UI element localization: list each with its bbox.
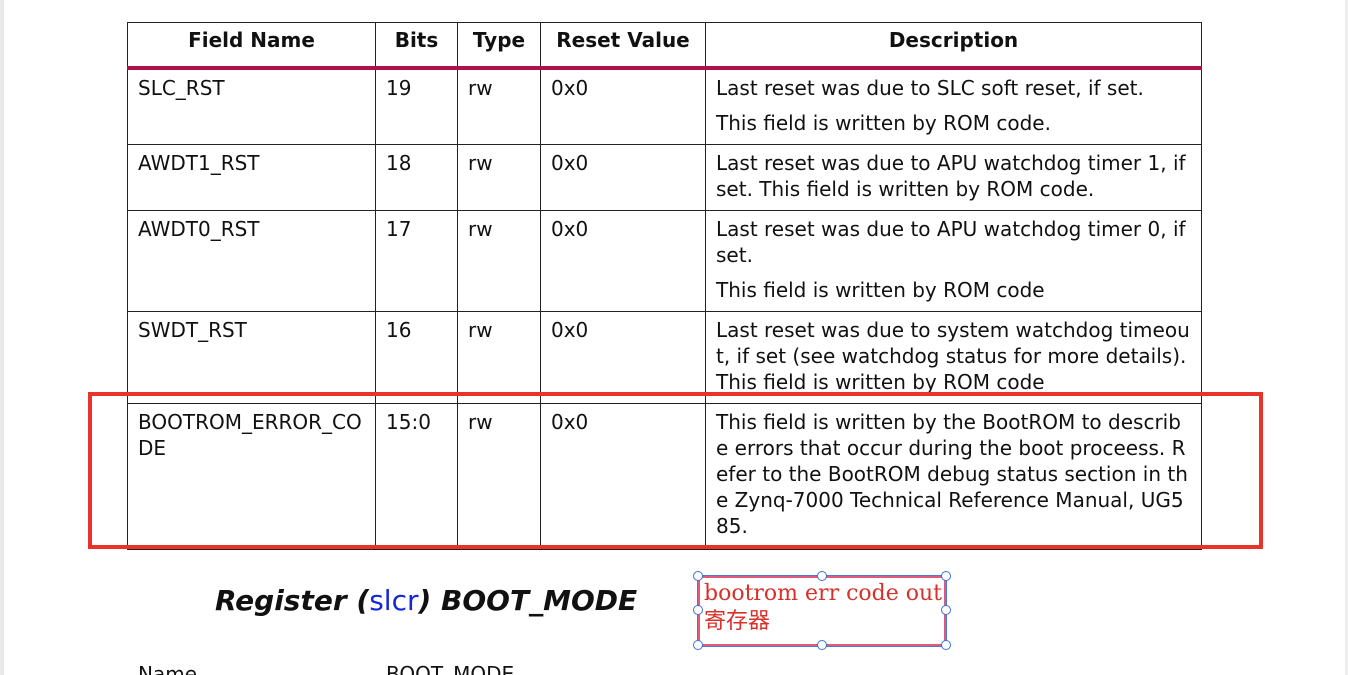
description-cell: Last reset was due to APU watchdog timer… (705, 143, 1202, 211)
reset-value-cell: 0x0 (540, 209, 706, 312)
description-text: Last reset was due to APU watchdog timer… (716, 216, 1186, 267)
reset-value-cell: 0x0 (540, 402, 706, 550)
table-row: BOOTROM_ERROR_CODE 15:0 rw 0x0 This fiel… (127, 402, 1202, 550)
description-cell: This field is written by the BootROM to … (705, 402, 1202, 550)
slcr-link[interactable]: slcr (369, 584, 419, 617)
annotation-line-2: 寄存器 (704, 609, 771, 634)
annotation-textbox[interactable]: bootrom err code out 寄存器 (697, 575, 947, 647)
resize-handle-top[interactable] (817, 571, 827, 581)
description-cell: Last reset was due to SLC soft reset, if… (705, 67, 1202, 145)
resize-handle-right[interactable] (941, 605, 951, 615)
resize-handle-bottom[interactable] (817, 640, 827, 650)
reset-value-cell: 0x0 (540, 143, 706, 211)
table-row: SWDT_RST 16 rw 0x0 Last reset was due to… (127, 310, 1202, 404)
heading-prefix: Register ( (215, 584, 370, 617)
description-cell: Last reset was due to APU watchdog timer… (705, 209, 1202, 312)
bits-cell: 19 (375, 67, 458, 145)
bits-cell: 15:0 (375, 402, 458, 550)
scrollbar-track[interactable] (1345, 0, 1348, 675)
header-type: Type (457, 22, 541, 70)
resize-handle-left[interactable] (693, 605, 703, 615)
table-row: AWDT0_RST 17 rw 0x0 Last reset was due t… (127, 209, 1202, 312)
table-row: SLC_RST 19 rw 0x0 Last reset was due to … (127, 67, 1202, 145)
field-name-cell: BOOTROM_ERROR_CODE (127, 402, 376, 550)
description-note: This field is written by ROM code (716, 277, 1045, 302)
register-heading: Register (slcr) BOOT_MODE (215, 584, 637, 617)
bits-cell: 16 (375, 310, 458, 404)
name-label: Name (138, 662, 198, 675)
header-description: Description (705, 22, 1202, 70)
description-note: This field is written by ROM code. (716, 111, 1051, 135)
field-name-cell: AWDT0_RST (127, 209, 376, 312)
type-cell: rw (457, 310, 541, 404)
resize-handle-bottom-left[interactable] (693, 640, 703, 650)
description-text: Last reset was due to APU watchdog timer… (716, 150, 1186, 201)
bits-cell: 17 (375, 209, 458, 312)
header-reset-value: Reset Value (540, 22, 706, 70)
field-name-cell: SLC_RST (127, 67, 376, 145)
description-text: This field is written by the BootROM to … (716, 409, 1188, 538)
field-name-cell: AWDT1_RST (127, 143, 376, 211)
name-value: BOOT_MODE (386, 662, 515, 675)
resize-handle-top-left[interactable] (693, 571, 703, 581)
register-field-table: Field Name Bits Type Reset Value Descrip… (127, 22, 1202, 550)
page-left-edge (0, 0, 4, 675)
resize-handle-top-right[interactable] (941, 571, 951, 581)
header-bits: Bits (375, 22, 458, 70)
table-header-row: Field Name Bits Type Reset Value Descrip… (127, 22, 1202, 70)
annotation-line-1: bootrom err code out (704, 581, 942, 606)
bits-cell: 18 (375, 143, 458, 211)
header-field-name: Field Name (127, 22, 376, 70)
description-text: Last reset was due to SLC soft reset, if… (716, 76, 1144, 100)
reset-value-cell: 0x0 (540, 310, 706, 404)
description-cell: Last reset was due to system watchdog ti… (705, 310, 1202, 404)
resize-handle-bottom-right[interactable] (941, 640, 951, 650)
type-cell: rw (457, 402, 541, 550)
heading-suffix: ) BOOT_MODE (418, 584, 638, 617)
table-row: AWDT1_RST 18 rw 0x0 Last reset was due t… (127, 143, 1202, 211)
type-cell: rw (457, 209, 541, 312)
description-text: Last reset was due to system watchdog ti… (716, 317, 1190, 394)
reset-value-cell: 0x0 (540, 67, 706, 145)
type-cell: rw (457, 143, 541, 211)
field-name-cell: SWDT_RST (127, 310, 376, 404)
type-cell: rw (457, 67, 541, 145)
